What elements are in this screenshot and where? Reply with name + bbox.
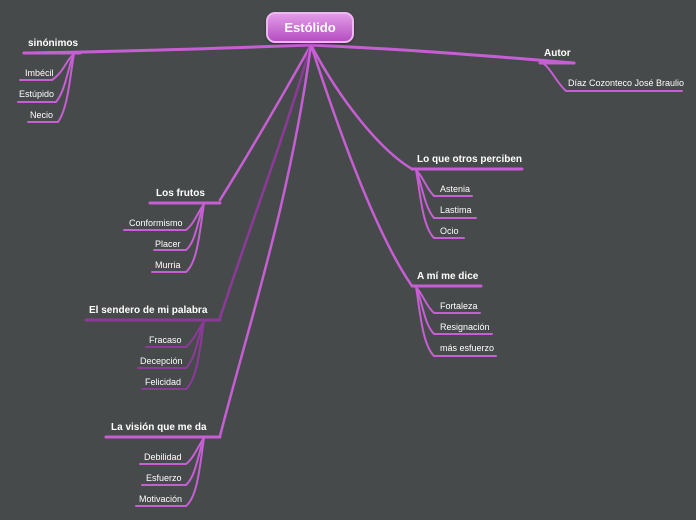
topic-vision-me-da[interactable]: La visión que me da [111, 422, 207, 433]
children-otros [415, 169, 477, 239]
subtopic-resignacion[interactable]: Resignación [440, 322, 490, 332]
subtopic-lastima[interactable]: Lastima [440, 205, 472, 215]
connector-sendero [218, 43, 313, 320]
children-sinonimos [17, 53, 75, 123]
subtopic-decepcion[interactable]: Decepción [140, 356, 183, 366]
subtopic-imbecil[interactable]: Imbécil [25, 68, 54, 78]
subtopic-placer[interactable]: Placer [155, 239, 181, 249]
subtopic-necio[interactable]: Necio [30, 110, 54, 120]
connector-autor [309, 43, 576, 65]
subtopic-felicidad[interactable]: Felicidad [145, 377, 182, 387]
children-vision [135, 437, 205, 507]
topic-otros-perciben[interactable]: Lo que otros perciben [417, 154, 523, 165]
connector-ami [309, 43, 414, 288]
connector-vision [218, 43, 313, 438]
connector-otros [309, 43, 414, 171]
children-sendero [137, 320, 205, 390]
children-autor [543, 63, 683, 92]
subtopic-ocio[interactable]: Ocio [440, 226, 459, 236]
children-frutos [123, 203, 205, 273]
subtopic-esfuerzo[interactable]: Esfuerzo [146, 473, 182, 483]
subtopic-conformismo[interactable]: Conformismo [129, 218, 183, 228]
subtopic-fracaso[interactable]: Fracaso [149, 335, 182, 345]
subtopic-murria[interactable]: Murria [155, 260, 181, 270]
connector-frutos [218, 43, 313, 202]
topic-autor[interactable]: Autor [544, 48, 571, 59]
subtopic-motivacion[interactable]: Motivación [139, 494, 183, 504]
subtopic-astenia[interactable]: Astenia [440, 184, 471, 194]
root-topic[interactable]: Estólido [266, 12, 354, 43]
subtopic-debilidad[interactable]: Debilidad [144, 452, 182, 462]
children-ami [415, 286, 497, 357]
topic-sinonimos[interactable]: sinónimos [28, 38, 79, 49]
topic-los-frutos[interactable]: Los frutos [156, 188, 205, 199]
topic-sendero-palabra[interactable]: El sendero de mi palabra [89, 305, 208, 316]
subtopic-fortaleza[interactable]: Fortaleza [440, 301, 478, 311]
topic-a-mi-me-dice[interactable]: A mí me dice [417, 271, 479, 282]
subtopic-mas-esfuerzo[interactable]: más esfuerzo [440, 343, 495, 353]
subtopic-autor-name[interactable]: Díaz Cozonteco José Braulio [568, 78, 685, 88]
subtopic-estupido[interactable]: Estúpido [19, 89, 55, 99]
